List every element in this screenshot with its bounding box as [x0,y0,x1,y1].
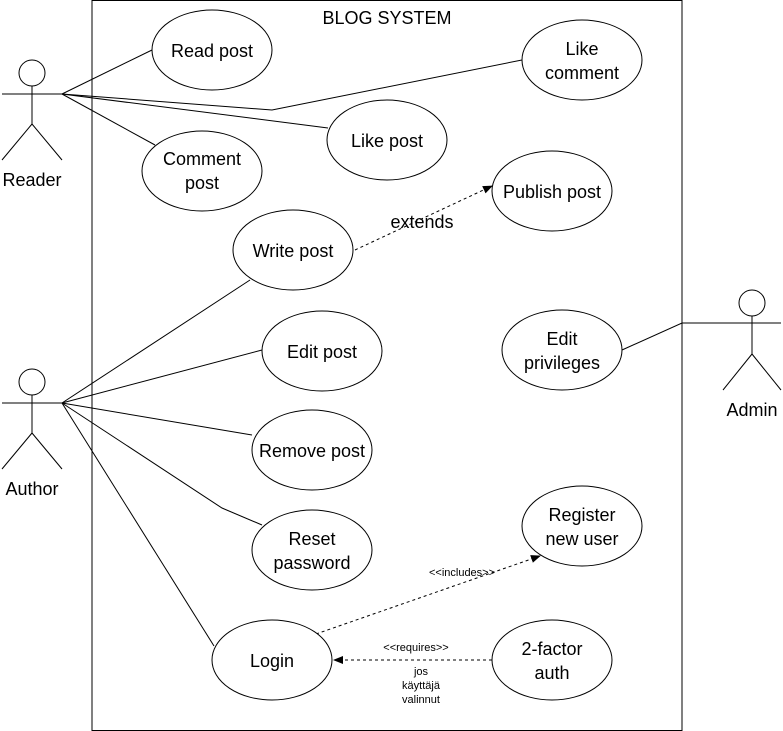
svg-text:Login: Login [250,651,294,671]
dependencies [315,185,541,664]
svg-text:Write post: Write post [253,241,334,261]
svg-text:Remove post: Remove post [259,441,365,461]
svg-text:Edit: Edit [546,329,577,349]
actor-label-admin: Admin [726,400,777,420]
svg-text:post: post [185,173,219,193]
svg-text:Register: Register [548,505,615,525]
assoc-author-edit-post [61,349,263,404]
use-case-publish-post: Publish post [491,150,613,232]
actor-reader [1,59,63,161]
requires-note-1: jos [413,666,429,678]
use-case-edit-privileges: Edit privileges [501,309,623,391]
use-case-like-comment: Like comment [521,19,643,101]
assoc-reader-like-comment [61,59,523,111]
actor-head-icon [18,59,46,87]
svg-text:2-factor: 2-factor [521,639,582,659]
svg-text:comment: comment [545,63,619,83]
use-case-2-factor-auth: 2-factor auth [491,619,613,701]
assoc-author-remove-post [61,402,253,436]
system-title: BLOG SYSTEM [322,8,451,28]
requires-note-2: käyttäjä [402,680,441,692]
use-case-login: Login [211,619,333,701]
assoc-admin-edit-privileges [621,322,723,351]
svg-text:Edit post: Edit post [287,342,357,362]
use-case-register-new-user: Register new user [521,485,643,567]
svg-text:Read post: Read post [171,41,253,61]
svg-text:privileges: privileges [524,353,600,373]
svg-text:Like post: Like post [351,131,423,151]
actor-author [1,368,63,470]
associations [61,49,723,647]
actor-label-reader: Reader [2,170,61,190]
actor-label-author: Author [5,479,58,499]
assoc-reader-like-post [61,93,329,129]
use-case-remove-post: Remove post [251,409,373,491]
assoc-reader-read-post [61,49,153,95]
assoc-author-login [61,402,215,647]
use-case-edit-post: Edit post [261,310,383,392]
svg-text:Reset: Reset [288,529,335,549]
assoc-author-write-post [61,279,251,404]
use-case-like-post: Like post [326,99,448,181]
use-case-read-post: Read post [151,9,273,91]
requires-label: <<requires>> [383,642,448,654]
extends-arrow [354,185,493,251]
svg-text:Publish post: Publish post [503,182,601,202]
requires-note-3: valinnut [402,694,440,706]
extends-label: extends [390,212,453,232]
includes-label: <<includes>> [429,567,495,579]
actor-admin [722,289,782,391]
actor-head-icon [738,289,766,317]
actor-head-icon [18,368,46,396]
assoc-author-reset-password [61,402,263,526]
use-case-reset-password: Reset password [251,509,373,591]
svg-text:password: password [273,553,350,573]
assoc-reader-comment-post [61,93,156,146]
use-case-write-post: Write post [232,209,354,291]
svg-text:auth: auth [534,663,569,683]
svg-text:new user: new user [545,529,618,549]
svg-text:Like: Like [565,39,598,59]
svg-text:Comment: Comment [163,149,241,169]
use-case-comment-post: Comment post [141,130,263,212]
